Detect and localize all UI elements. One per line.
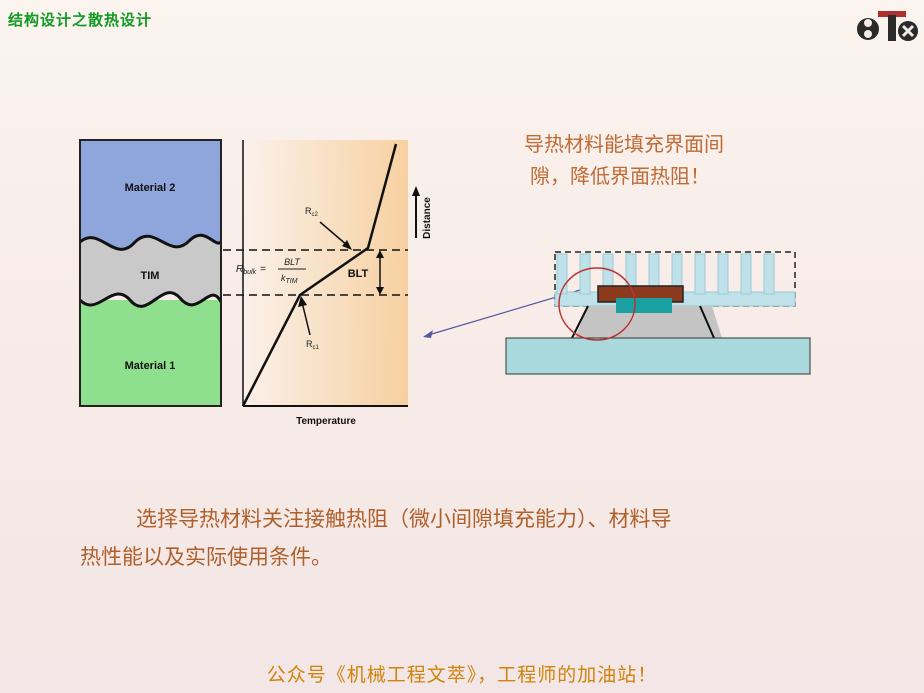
svg-text:Rc2: Rc2 <box>305 206 319 218</box>
tim-label: TIM <box>141 270 160 282</box>
heatsink-assembly-diagram <box>505 251 811 375</box>
temperature-profile-line <box>241 143 398 407</box>
pcb-base <box>505 337 811 375</box>
rbulk-equals: = <box>260 264 266 275</box>
rbulk-subscript: bulk <box>243 269 256 276</box>
callout-line-1: 导热材料能填充界面间 <box>524 132 724 156</box>
rbulk-symbol: R <box>236 264 243 275</box>
rc1-symbol: R <box>306 339 313 349</box>
btx-logo <box>857 11 918 41</box>
distance-axis-label: Distance <box>422 197 430 239</box>
material-1-region <box>80 300 221 406</box>
svg-text:kTIM: kTIM <box>281 273 298 285</box>
die <box>616 298 672 313</box>
callout-line-2: 隙，降低界面热阻！ <box>530 164 710 188</box>
body-line-2: 热性能以及实际使用条件。 <box>80 545 332 569</box>
slide-header-title: 结构设计之散热设计 <box>8 11 153 29</box>
rc2-subscript: c2 <box>312 212 319 218</box>
body-line-1: 选择导热材料关注接触热阻（微小间隙填充能力）、材料导 <box>136 507 672 531</box>
material-1-label: Material 1 <box>125 360 176 372</box>
rbulk-k: k <box>281 273 286 283</box>
tim-interface-diagram: Material 2 TIM Material 1 BLT Rbulk = BLT… <box>79 139 430 427</box>
tim-region <box>80 235 221 307</box>
svg-text:Rbulk=: Rbulk = <box>236 264 266 276</box>
footer-slogan: 公众号《机械工程文萃》，工程师的加油站！ <box>266 664 658 686</box>
rc2-symbol: R <box>305 206 312 216</box>
material-2-label: Material 2 <box>125 182 176 194</box>
rbulk-k-subscript: TIM <box>286 278 298 285</box>
rbulk-numerator: BLT <box>284 257 301 267</box>
rc1-subscript: c1 <box>313 345 320 351</box>
interface-highlight-circle <box>558 267 636 341</box>
svg-text:Rc1: Rc1 <box>306 339 320 351</box>
callout-note: 导热材料能填充界面间 隙，降低界面热阻！ <box>524 128 784 192</box>
material-2-region <box>80 140 221 250</box>
body-text: 选择导热材料关注接触热阻（微小间隙填充能力）、材料导 热性能以及实际使用条件。 <box>80 500 840 576</box>
temperature-axis-label: Temperature <box>296 416 356 427</box>
blt-label: BLT <box>348 268 369 280</box>
connector-arrow <box>423 289 581 338</box>
package-body <box>575 306 722 338</box>
